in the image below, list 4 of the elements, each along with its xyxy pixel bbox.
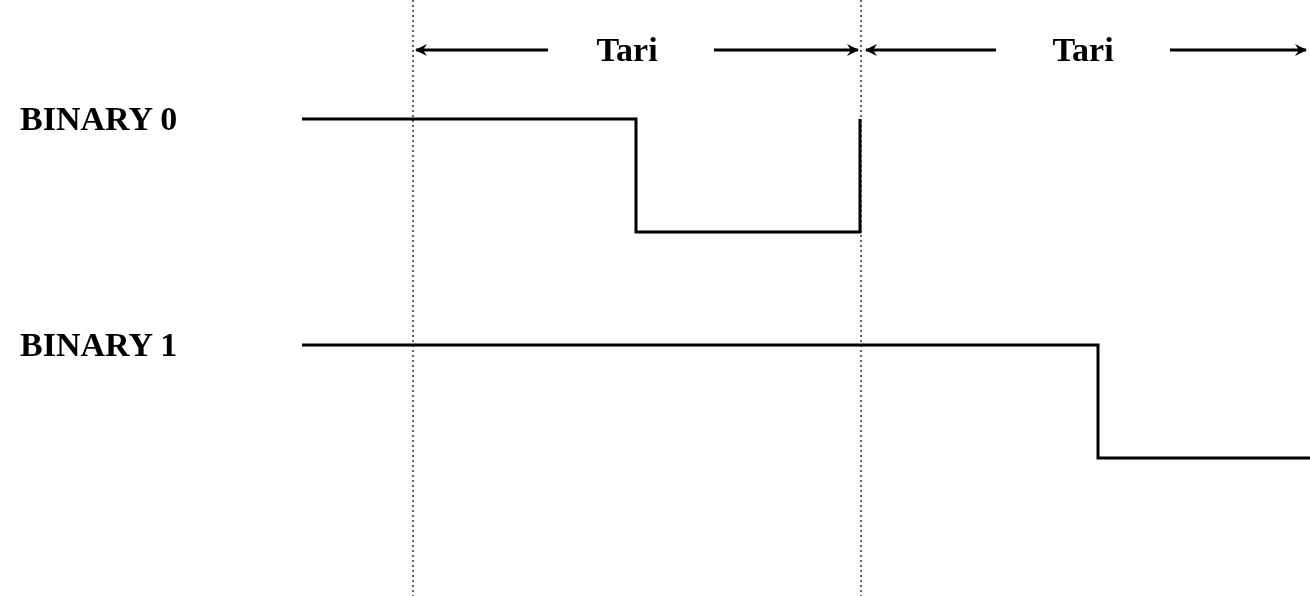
dimension-label: Tari bbox=[1052, 31, 1114, 69]
signal-label: BINARY 1 bbox=[20, 326, 178, 364]
dimension-label: Tari bbox=[596, 31, 658, 69]
signal-label: BINARY 0 bbox=[20, 100, 178, 138]
